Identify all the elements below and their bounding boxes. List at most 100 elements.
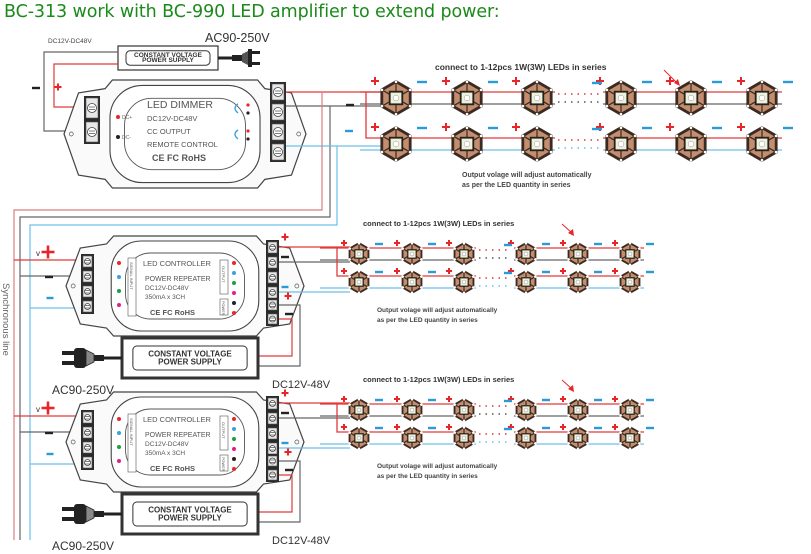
- led-pad: [619, 431, 622, 434]
- led-die: [392, 94, 400, 102]
- led-die: [575, 279, 581, 285]
- led-pad: [408, 88, 412, 92]
- led-icon: [401, 397, 423, 423]
- led-plus-sign: [560, 396, 566, 402]
- led-icon: [521, 126, 553, 162]
- screw-icon: [84, 273, 91, 280]
- sync-negative-wire: [19, 105, 331, 540]
- repeater-1-input-indicator-dot: [117, 289, 121, 293]
- led-die: [627, 279, 633, 285]
- led-pad: [534, 431, 537, 434]
- dimmer-output-indicator-2: [234, 129, 239, 140]
- led-die: [356, 251, 362, 257]
- led-die: [409, 435, 415, 441]
- led-icon: [567, 397, 589, 423]
- led-pad: [348, 431, 351, 434]
- repeater-1-output-note-line2: as per the LED quantity in series: [377, 317, 478, 324]
- led-pad: [628, 263, 632, 267]
- led-icon: [515, 397, 537, 423]
- screw-icon: [269, 274, 276, 281]
- plug-neck: [242, 51, 248, 65]
- led-pad: [774, 104, 778, 108]
- led-pad: [453, 414, 456, 417]
- led-pad: [451, 134, 455, 138]
- led-pad: [521, 134, 525, 138]
- led-icon: [401, 269, 423, 295]
- led-pad: [689, 158, 693, 162]
- led-pad: [410, 263, 414, 267]
- led-pad: [401, 431, 404, 434]
- plug-cord: [94, 355, 104, 361]
- led-die: [687, 94, 695, 102]
- led-pad: [515, 431, 518, 434]
- screw-icon: [269, 259, 276, 266]
- led-pad: [401, 247, 404, 250]
- led-pad: [619, 286, 622, 289]
- sync-positive-wire: [13, 92, 323, 540]
- screw-icon: [269, 445, 276, 452]
- repeater-1-signal-input-strip: [127, 257, 137, 317]
- repeater-2-power-positive-wire: [258, 474, 293, 513]
- dimmer-spec-voltage: DC12V-DC48V: [147, 114, 197, 123]
- led-plus-sign: [512, 77, 520, 85]
- led-pad: [410, 447, 414, 451]
- led-pad: [420, 431, 423, 434]
- led-pad: [401, 403, 404, 406]
- led-pad: [453, 258, 456, 261]
- led-pad: [367, 247, 370, 250]
- led-pad: [479, 150, 483, 154]
- led-pad: [576, 425, 580, 429]
- led-pad: [515, 442, 518, 445]
- led-pad: [534, 442, 537, 445]
- led-pad: [633, 150, 637, 154]
- plug-body: [248, 49, 252, 67]
- led-pad: [746, 134, 750, 138]
- led-pad: [367, 403, 370, 406]
- repeater-2-power-negative-wire: [258, 460, 301, 523]
- plug-prong: [62, 517, 74, 521]
- led-plus-sign: [666, 77, 674, 85]
- led-plus-sign: [737, 77, 745, 85]
- power-supply-label-box: [132, 501, 248, 527]
- led-plus-sign: [560, 268, 566, 274]
- plug-neck: [85, 505, 95, 523]
- led-icon: [348, 425, 370, 451]
- repeater-1-dc-voltage-label: DC12V-48V: [272, 379, 331, 391]
- led-pad: [453, 275, 456, 278]
- led-pad: [774, 150, 778, 154]
- led-pad: [567, 431, 570, 434]
- led-pad: [586, 442, 589, 445]
- led-plus-sign: [341, 240, 347, 246]
- led-die: [409, 251, 415, 257]
- led-pad: [746, 88, 750, 92]
- led-pad: [410, 397, 414, 401]
- led-plus-sign: [394, 424, 400, 430]
- led-pad: [420, 286, 423, 289]
- led-pad: [576, 263, 580, 267]
- led-plus-sign: [612, 396, 618, 402]
- led-pad: [576, 397, 580, 401]
- indicator-dot-minus: [246, 137, 250, 141]
- repeater-1-input-plus-sign: [41, 245, 55, 259]
- led-pad: [586, 414, 589, 417]
- led-pad: [465, 112, 469, 116]
- led-icon: [380, 80, 412, 116]
- led-die: [523, 279, 529, 285]
- led-icon: [453, 425, 475, 451]
- led-pad: [401, 442, 404, 445]
- indicator-dot-plus: [246, 103, 250, 107]
- repeater-2-certifications: CE FC RoHS: [150, 464, 195, 473]
- dc-plus-indicator: [116, 115, 120, 119]
- led-pad: [586, 286, 589, 289]
- led-icon: [348, 269, 370, 295]
- dimmer-dc-minus-label: DC-: [122, 135, 131, 141]
- led-pad: [462, 291, 466, 295]
- led-pad: [348, 286, 351, 289]
- led-pad: [746, 150, 750, 154]
- led-pad: [420, 442, 423, 445]
- led-plus-sign: [446, 268, 452, 274]
- indicator-dot-minus: [246, 111, 250, 115]
- led-plus-sign: [666, 123, 674, 131]
- repeater-1-series-note: connect to 1-12pcs 1W(3W) LEDs in series: [363, 219, 514, 228]
- led-pad: [472, 403, 475, 406]
